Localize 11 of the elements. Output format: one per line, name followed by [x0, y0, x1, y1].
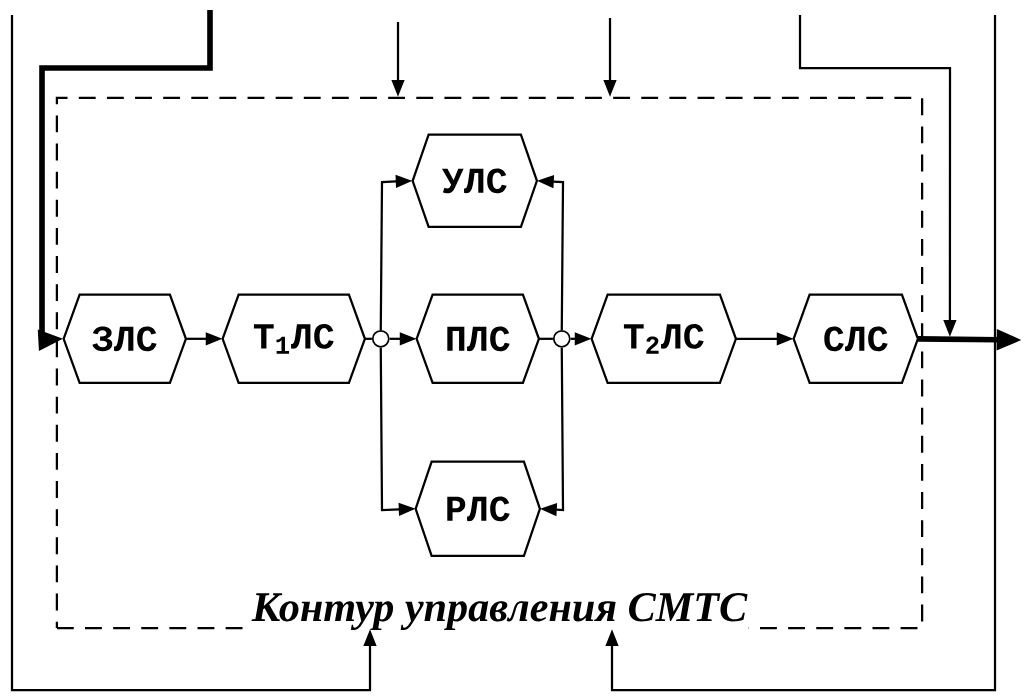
arrow [605, 15, 997, 692]
hexagon-block: ПЛС [415, 293, 541, 385]
hexagon-block: Т$_{1}$ЛС [221, 293, 367, 385]
hexagon-block: ЗЛС [62, 293, 188, 385]
junction-circle [371, 329, 390, 348]
hexagon-block: РЛС [414, 460, 542, 558]
arrow [10, 15, 377, 692]
junction-circle [552, 329, 571, 348]
hexagon-block: СЛС [792, 293, 920, 385]
hexagon-block: УЛС [411, 133, 539, 229]
hexagon-block: Т$_{2}$ЛС [590, 293, 738, 385]
